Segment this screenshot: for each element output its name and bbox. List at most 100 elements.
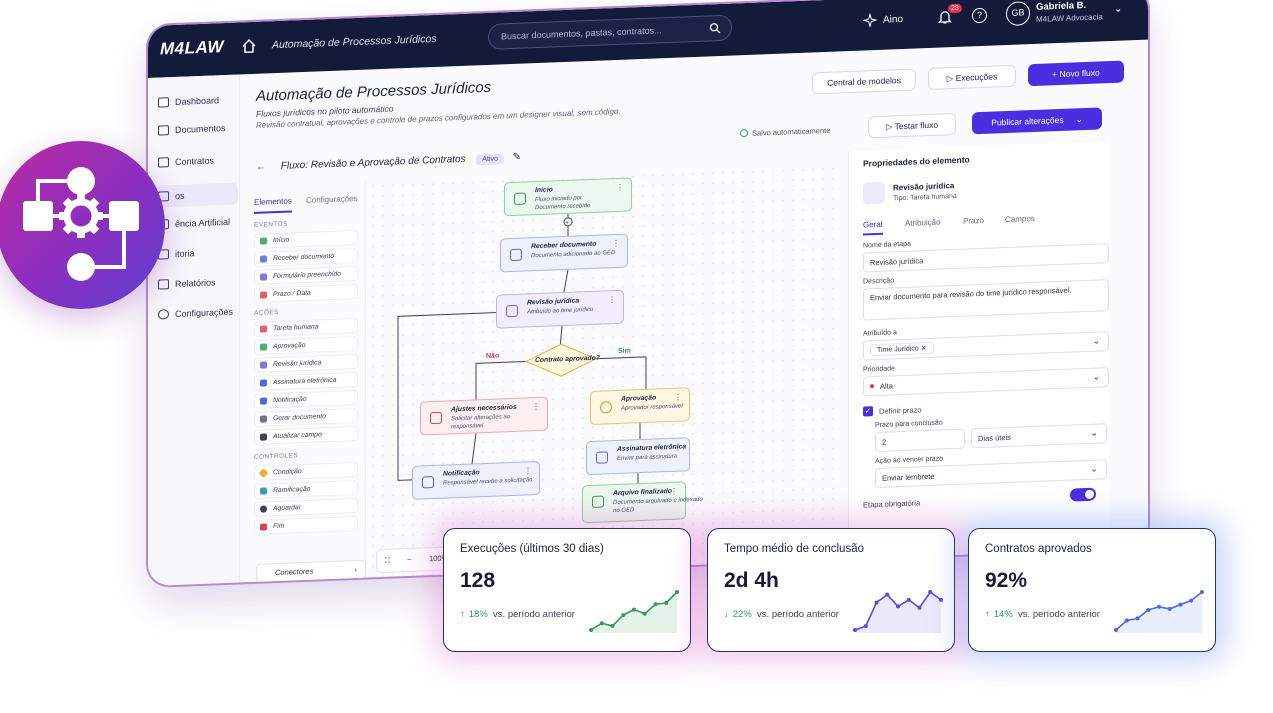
mandatory-label: Etapa obrigatória	[863, 498, 921, 510]
fit-screen-icon[interactable]: ⛶	[385, 555, 391, 565]
home-icon[interactable]	[240, 37, 258, 56]
palette-item-gerar-documento[interactable]: Gerar documento	[254, 407, 358, 427]
sidebar-item-dashboard[interactable]: Dashboard	[158, 95, 219, 108]
node-ajustes[interactable]: Ajustes necessários Solicitar alterações…	[420, 396, 548, 436]
palette-item-condicao[interactable]: Condição	[254, 461, 358, 481]
palette-item-label: Ramificação	[273, 485, 311, 495]
define-deadline-checkbox[interactable]: ✓	[863, 406, 873, 417]
tab-geral[interactable]: Geral	[863, 219, 883, 236]
node-menu-icon[interactable]: ⋮	[524, 466, 532, 476]
node-title: Ajustes necessários	[451, 403, 517, 414]
publish-button[interactable]: Publicar alterações⌄	[972, 107, 1102, 135]
node-desc-line1: Fluxo iniciado por:	[535, 195, 584, 204]
sidebar-item-relatorios[interactable]: Relatórios	[158, 277, 216, 290]
connectors-button[interactable]: Conectores›	[256, 559, 366, 584]
node-menu-icon[interactable]: ⋮	[532, 401, 540, 412]
assignee-chip[interactable]: Time Jurídico ✕	[870, 341, 934, 357]
node-menu-icon[interactable]: ⋮	[616, 182, 624, 193]
assigned-select[interactable]: Time Jurídico ✕ ⌄	[863, 331, 1109, 361]
pen-icon	[596, 451, 608, 464]
palette-item-aprovacao[interactable]: Aprovação	[254, 335, 358, 355]
tab-configuracoes[interactable]: Configurações	[306, 193, 358, 205]
node-menu-icon[interactable]: ⋮	[674, 392, 682, 402]
chevron-down-icon[interactable]: ⌄	[1114, 3, 1123, 15]
mandatory-toggle[interactable]	[1070, 487, 1096, 502]
palette-item-prazo[interactable]: Prazo / Data	[254, 283, 358, 303]
palette-item-notificacao[interactable]: Notificação	[254, 389, 358, 409]
help-icon[interactable]: ?	[972, 7, 987, 24]
stat-card-approved: Contratos aprovados 92% ↑14% vs. período…	[968, 528, 1216, 652]
palette-item-receber-documento[interactable]: Receber documento	[254, 247, 358, 267]
pen-icon	[260, 379, 267, 387]
properties-panel: Propriedades do elemento Revisão jurídic…	[848, 141, 1110, 562]
sparkline-point	[632, 607, 636, 612]
search-input[interactable]: Buscar documentos, pastas, contratos...	[488, 14, 732, 50]
tab-prazo[interactable]: Prazo	[963, 215, 984, 226]
tab-atribuicao[interactable]: Atribuição	[905, 217, 941, 228]
edit-icon[interactable]: ✎	[512, 151, 522, 163]
edit-icon	[260, 433, 267, 441]
avatar[interactable]: GB	[1006, 1, 1030, 27]
node-notificacao[interactable]: Notificação Responsável recebe a solicit…	[412, 460, 540, 500]
palette-item-tarefa-humana[interactable]: Tarefa humana	[254, 317, 358, 337]
palette-item-assinatura[interactable]: Assinatura eletrônica	[254, 371, 358, 391]
logo[interactable]: M4LAW	[160, 37, 224, 59]
new-flow-button[interactable]: + Novo fluxo	[1028, 60, 1124, 87]
test-flow-button[interactable]: ▷ Testar fluxo	[868, 112, 956, 139]
node-inicio[interactable]: Início Fluxo iniciado por:Documento rece…	[504, 177, 632, 217]
palette-item-label: Notificação	[273, 395, 307, 405]
palette-item-inicio[interactable]: Início	[254, 229, 358, 249]
node-menu-icon[interactable]: ⋮	[612, 238, 620, 249]
sidebar-item-ia[interactable]: ência Artificial	[158, 217, 230, 230]
node-title: Início	[535, 186, 553, 195]
deadline-field[interactable]: 2	[875, 428, 965, 453]
palette-item-formulario[interactable]: Formulário preenchido	[254, 265, 358, 285]
play-icon	[514, 192, 526, 205]
user-name[interactable]: Gabriela B.	[1036, 0, 1087, 13]
tab-campos[interactable]: Campos	[1005, 213, 1035, 225]
sidebar-item-label: Contratos	[175, 155, 215, 167]
workflow-gear-icon	[23, 167, 139, 281]
trend-percent: 22%	[732, 609, 752, 620]
executions-button[interactable]: ▷ Execuções	[928, 64, 1016, 91]
element-palette: Elementos Configurações EVENTOS Início R…	[248, 181, 366, 587]
description-field[interactable]: Enviar documento para revisão do time ju…	[863, 279, 1109, 321]
sparkline-point	[928, 590, 933, 594]
node-aprovacao[interactable]: Aprovação Aprovador responsável ⋮	[590, 387, 690, 426]
priority-value: Alta	[880, 381, 893, 391]
flow-header: ← Fluxo: Revisão e Aprovação de Contrato…	[256, 152, 521, 174]
bell-icon[interactable]	[938, 9, 952, 25]
node-menu-icon[interactable]: ⋮	[608, 295, 616, 305]
palette-item-revisao[interactable]: Revisão jurídica	[254, 353, 358, 373]
palette-item-aguardar[interactable]: Aguardar	[254, 497, 358, 517]
deadline-unit-select[interactable]: Dias úteis ⌄	[971, 423, 1107, 449]
flow-canvas[interactable]: + Início Fluxo iniciado por:Documento re…	[368, 163, 840, 582]
palette-item-atualizar-campo[interactable]: Atualizar campo	[254, 425, 358, 445]
aino-label: Aino	[883, 13, 904, 26]
palette-item-ramificacao[interactable]: Ramificação	[254, 479, 358, 499]
sidebar-item-configuracoes[interactable]: Configurações	[158, 307, 233, 320]
node-description: Documento adicionado ao GED	[531, 250, 616, 260]
priority-select[interactable]: Alta ⌄	[863, 367, 1109, 397]
arrow-down-icon: ↓	[724, 609, 729, 620]
node-menu-icon[interactable]: ⋮	[674, 442, 682, 452]
node-assinatura[interactable]: Assinatura eletrônica Enviar para assina…	[586, 437, 690, 476]
sidebar-item-contratos[interactable]: Contratos	[158, 155, 215, 168]
back-arrow-icon[interactable]: ←	[256, 161, 266, 173]
sparkline-area	[591, 592, 677, 633]
models-button[interactable]: Central de modelos	[812, 68, 916, 95]
sparkline-point	[1146, 607, 1151, 612]
node-menu-icon[interactable]: ⋮	[670, 486, 678, 496]
palette-item-fim[interactable]: Fim	[254, 515, 358, 535]
node-receber-documento[interactable]: Receber documento Documento adicionado a…	[500, 233, 628, 273]
aino-button[interactable]: Aino	[863, 12, 904, 28]
sidebar-item-documentos[interactable]: Documentos	[158, 123, 226, 136]
zoom-out-button[interactable]: −	[407, 554, 412, 565]
play-icon: ▷	[885, 121, 895, 132]
user-icon	[430, 411, 442, 425]
tab-elementos[interactable]: Elementos	[254, 196, 292, 214]
node-arquivo[interactable]: Arquivo finalizado Documento arquivado e…	[582, 481, 703, 524]
search-placeholder: Buscar documentos, pastas, contratos...	[501, 25, 662, 42]
node-revisao-juridica[interactable]: Revisão jurídica Atribuído ao time juríd…	[496, 289, 624, 329]
card-trend: ↑14% vs. período anterior	[985, 609, 1100, 620]
